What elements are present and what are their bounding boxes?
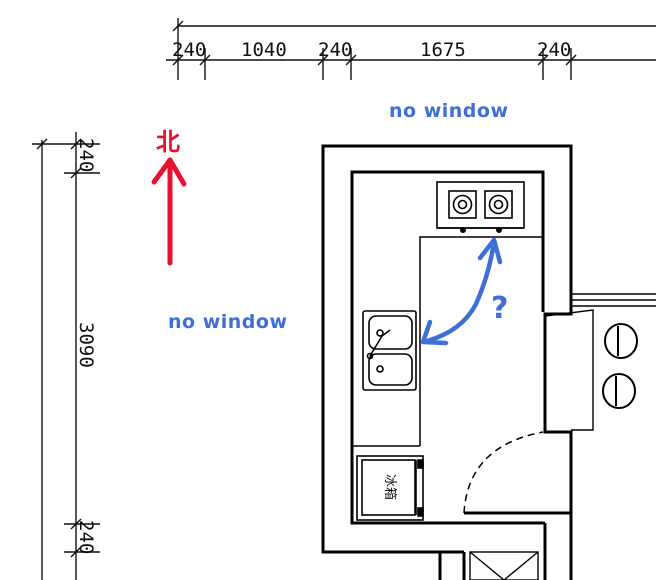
walls (321, 144, 573, 580)
left-dimension-lines (32, 132, 100, 580)
north-label: 北 (156, 128, 180, 156)
adjoining-room (544, 293, 656, 431)
no-window-left-note: no window (168, 311, 288, 333)
dim-top-wall-3: 240 (537, 39, 571, 61)
dim-top-wall-2: 240 (318, 39, 352, 61)
top-dimension-lines (166, 18, 656, 80)
fridge-label: 冰箱 (382, 474, 398, 500)
stove-burner-icon (436, 181, 525, 234)
toilet-icon (602, 323, 638, 409)
dim-top-span-2: 1675 (420, 39, 466, 61)
double-sink-icon (362, 310, 417, 391)
countertop-outline (351, 171, 544, 447)
fridge-icon (356, 455, 424, 521)
dim-left-bottom-wall: 240 (75, 520, 97, 554)
question-mark-note: ? (491, 291, 508, 326)
dim-left-top-wall: 240 (75, 138, 97, 172)
bottom-door-frame (469, 551, 539, 580)
door-swing-icon (463, 431, 544, 514)
no-window-top-note: no window (389, 100, 509, 122)
double-arrow-annotation (420, 237, 503, 346)
north-arrow-icon (151, 157, 187, 266)
dim-top-span-1: 1040 (241, 39, 287, 61)
dim-left-total: 3090 (75, 322, 97, 368)
dim-top-wall-1: 240 (172, 39, 206, 61)
